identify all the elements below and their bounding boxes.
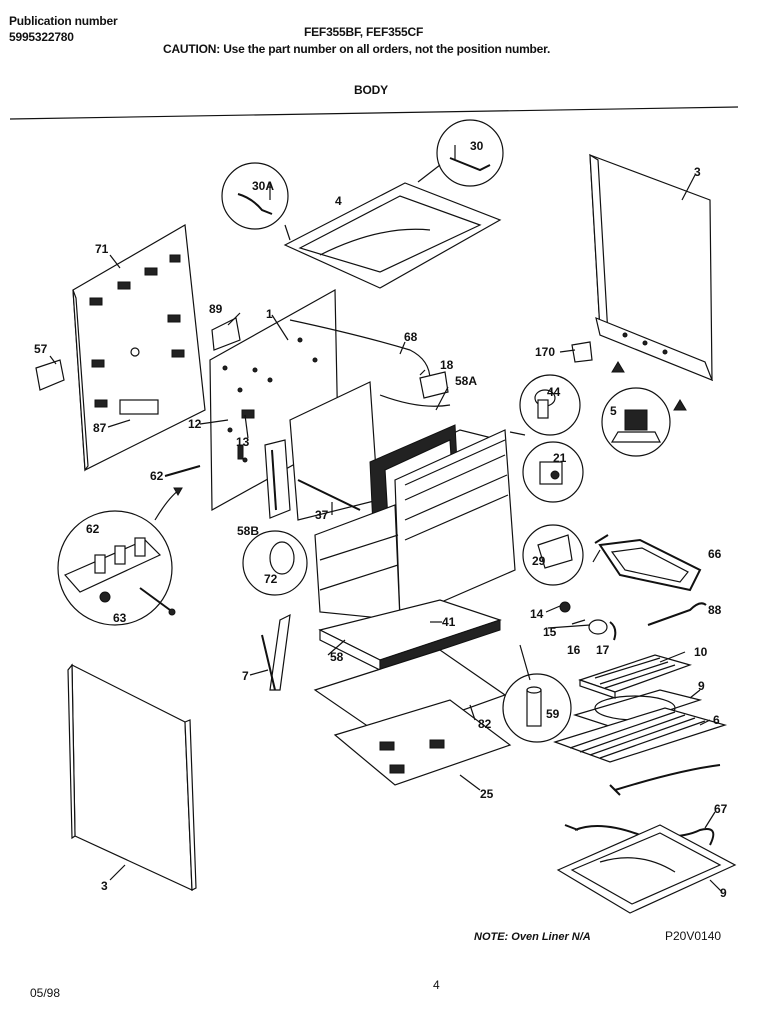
callout-58: 58 (330, 650, 344, 664)
callout-30a: 30A (252, 179, 274, 193)
publication-number-label: Publication number (9, 14, 118, 28)
callout-82: 82 (478, 717, 492, 731)
terminal-block-part-62 (164, 465, 201, 477)
callout-9: 9 (698, 679, 705, 693)
callout-37: 37 (315, 508, 329, 522)
hinge-part-7 (261, 613, 291, 691)
callout-29: 29 (532, 554, 546, 568)
callout-17: 17 (596, 643, 610, 657)
callout-13: 13 (236, 435, 250, 449)
callout-1: 1 (266, 307, 273, 321)
bracket-detail-part-29 (522, 524, 584, 586)
callout-25: 25 (480, 787, 494, 801)
cooktop-support-part-4 (283, 182, 502, 289)
callout-15: 15 (543, 625, 557, 639)
callout-3-top: 3 (694, 165, 701, 179)
callout-9-bottom: 9 (720, 886, 727, 900)
callout-18: 18 (440, 358, 454, 372)
callout-89: 89 (209, 302, 223, 316)
callout-72: 72 (264, 572, 278, 586)
callout-68: 68 (404, 330, 418, 344)
callout-71: 71 (95, 242, 109, 256)
callout-12: 12 (188, 417, 202, 431)
leveling-leg-detail-part-5 (601, 387, 671, 457)
callout-7: 7 (242, 669, 249, 683)
diagram-code: P20V0140 (665, 929, 722, 943)
callout-57: 57 (34, 342, 48, 356)
rear-panel-part-71 (72, 224, 206, 472)
wire-harness-part-68 (289, 319, 431, 381)
side-panel-part-3-right (589, 153, 714, 382)
oven-liner-note: NOTE: Oven Liner N/A (474, 931, 591, 943)
roll-part-72 (242, 530, 308, 596)
bracket-part-170 (571, 341, 593, 363)
callout-16: 16 (567, 643, 581, 657)
callout-leader-lines (109, 174, 723, 893)
callout-14: 14 (530, 607, 544, 621)
callout-87: 87 (93, 421, 107, 435)
oven-rack-part-6 (553, 707, 728, 796)
broiler-grid-part-10 (578, 654, 692, 699)
hinge-detail-part-30 (436, 119, 504, 187)
callout-4: 4 (335, 194, 342, 208)
callout-41: 41 (442, 615, 456, 629)
light-part-14 (559, 601, 571, 613)
drawer-panel-part-25 (333, 699, 512, 786)
callout-59: 59 (546, 707, 560, 721)
broil-element-part-66 (594, 534, 702, 592)
side-panel-part-3-left (67, 663, 197, 891)
callout-66: 66 (708, 547, 722, 561)
callout-88: 88 (708, 603, 722, 617)
oven-cavity (289, 381, 516, 621)
callout-3-bottom: 3 (101, 879, 108, 893)
switch-part-18 (419, 371, 449, 399)
clip-detail-part-21 (522, 441, 584, 503)
page-number: 4 (433, 978, 440, 992)
callout-62: 62 (150, 469, 164, 483)
callout-67: 67 (714, 802, 728, 816)
oven-bottom-part-9 (556, 824, 737, 914)
callout-63: 63 (113, 611, 127, 625)
publication-number: 5995322780 (9, 30, 74, 44)
callout-170: 170 (535, 345, 555, 359)
section-title: BODY (354, 83, 388, 97)
bracket-part-57 (35, 359, 65, 391)
wire-part-88 (647, 602, 707, 626)
terminal-block-detail (57, 487, 183, 626)
callout-10: 10 (694, 645, 708, 659)
callout-21: 21 (553, 451, 567, 465)
header-rule (9, 106, 739, 120)
hinge-detail-part-30a (221, 162, 289, 230)
callout-30: 30 (470, 139, 484, 153)
model-numbers: FEF355BF, FEF355CF (304, 25, 424, 39)
callout-44: 44 (547, 385, 561, 399)
callout-58b: 58B (237, 524, 259, 538)
insulation-part-58b (264, 439, 291, 519)
light-lens-part-16 (588, 619, 608, 635)
knob-detail-part-44 (519, 374, 581, 436)
sensor-detail-part-59 (502, 673, 572, 743)
callout-58a: 58A (455, 374, 477, 388)
revision-date: 05/98 (30, 986, 61, 1000)
callout-62-detail: 62 (86, 522, 100, 536)
callout-6: 6 (713, 713, 720, 727)
caution-text: CAUTION: Use the part number on all orde… (163, 42, 551, 56)
callout-5: 5 (610, 404, 617, 418)
light-part-17 (609, 621, 617, 641)
